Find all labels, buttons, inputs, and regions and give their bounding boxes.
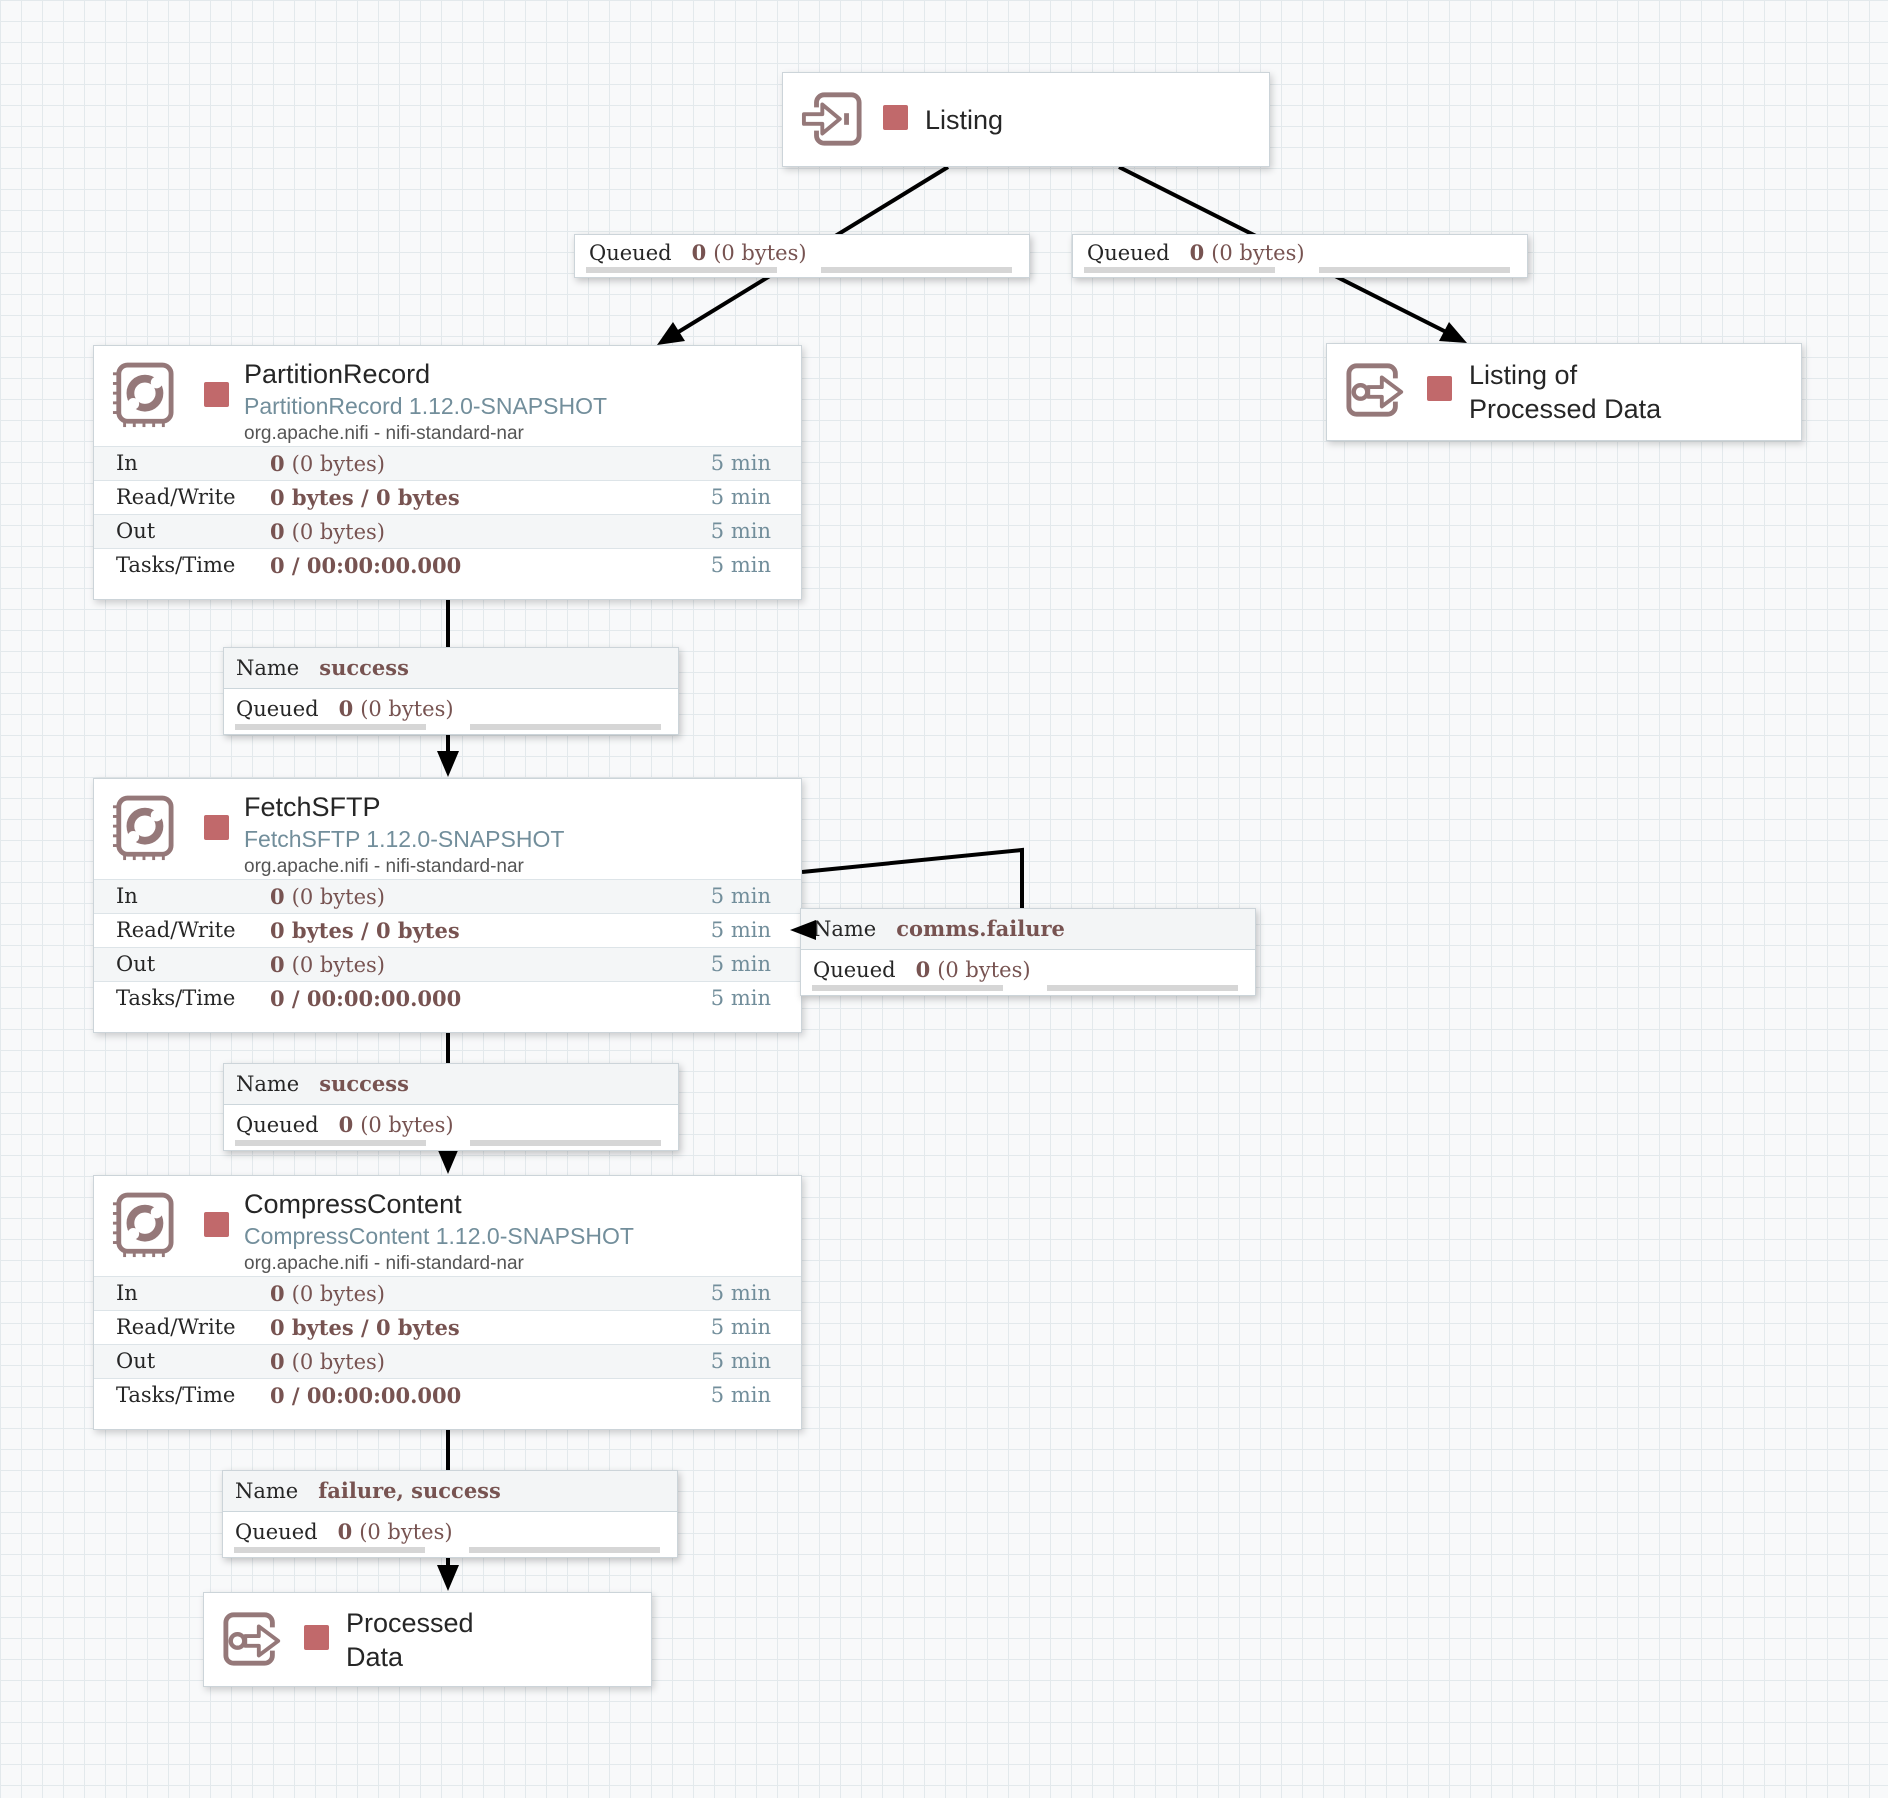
stat-row-out: Out 0(0 bytes) 5 min — [94, 947, 801, 981]
queued-row: Queued 0(0 bytes) — [575, 235, 1029, 271]
name-row: Name success — [224, 1064, 678, 1105]
stopped-status-icon — [204, 382, 229, 407]
queued-row: Queued 0(0 bytes) — [1073, 235, 1527, 271]
processor-bundle: org.apache.nifi - nifi-standard-nar — [244, 1253, 524, 1274]
output-port-listing-of-processed-data[interactable]: Listing of Processed Data — [1326, 343, 1802, 441]
connection-label-listing-to-output[interactable]: Queued 0(0 bytes) — [1072, 234, 1528, 278]
name-label: Name — [236, 1072, 300, 1096]
processor-type-version: FetchSFTP 1.12.0-SNAPSHOT — [244, 826, 565, 852]
relationship-name: success — [319, 655, 409, 680]
name-label: Name — [235, 1479, 299, 1503]
port-title-line1: Processed — [346, 1607, 474, 1638]
queued-label: Queued — [1087, 241, 1170, 265]
input-port-icon — [801, 90, 863, 153]
stat-row-in: In 0(0 bytes) 5 min — [94, 446, 801, 480]
queued-count: 0 — [691, 240, 707, 265]
queue-fill-indicators — [235, 1140, 661, 1146]
processor-type-version: CompressContent 1.12.0-SNAPSHOT — [244, 1223, 634, 1249]
processor-stamp-icon — [112, 1192, 174, 1269]
queue-fill-indicators — [586, 267, 1012, 273]
processor-bundle: org.apache.nifi - nifi-standard-nar — [244, 856, 524, 877]
port-title-line2: Data — [346, 1641, 404, 1672]
processor-title: PartitionRecord — [244, 359, 431, 389]
stopped-status-icon — [1427, 376, 1452, 401]
processor-compresscontent[interactable]: CompressContent CompressContent 1.12.0-S… — [93, 1175, 802, 1430]
stat-row-out: Out 0(0 bytes) 5 min — [94, 1344, 801, 1378]
queue-fill-indicators — [235, 724, 661, 730]
relationship-name: comms.failure — [896, 916, 1065, 941]
stat-row-tasks-time: Tasks/Time 0 / 00:00:00.000 5 min — [94, 981, 801, 1015]
stopped-status-icon — [883, 105, 908, 130]
relationship-name: success — [319, 1071, 409, 1096]
stat-row-out: Out 0(0 bytes) 5 min — [94, 514, 801, 548]
arrowhead-into-compresscontent — [437, 1148, 459, 1174]
name-label: Name — [236, 656, 300, 680]
stat-row-readwrite: Read/Write 0 bytes / 0 bytes 5 min — [94, 480, 801, 514]
processor-partitionrecord[interactable]: PartitionRecord PartitionRecord 1.12.0-S… — [93, 345, 802, 600]
name-row: Name failure, success — [223, 1471, 677, 1512]
queued-label: Queued — [589, 241, 672, 265]
connection-fetchsftp-self-loop[interactable] — [801, 847, 1024, 910]
arrowhead-into-listing-of-processed-data — [1439, 322, 1467, 343]
stopped-status-icon — [204, 1212, 229, 1237]
processor-stamp-icon — [112, 362, 174, 439]
arrowhead-into-partitionrecord — [657, 322, 685, 345]
stat-row-tasks-time: Tasks/Time 0 / 00:00:00.000 5 min — [94, 1378, 801, 1412]
arrowhead-into-fetchsftp — [437, 751, 459, 777]
queued-count: 0 — [1189, 240, 1205, 265]
stat-row-readwrite: Read/Write 0 bytes / 0 bytes 5 min — [94, 1310, 801, 1344]
queued-size: (0 bytes) — [1211, 241, 1305, 265]
processor-stamp-icon — [112, 795, 174, 872]
processor-type-version: PartitionRecord 1.12.0-SNAPSHOT — [244, 393, 608, 419]
port-title-line2: Processed Data — [1469, 394, 1662, 424]
input-port-listing[interactable]: Listing — [782, 72, 1270, 167]
queue-fill-indicators — [234, 1547, 660, 1553]
processor-bundle: org.apache.nifi - nifi-standard-nar — [244, 423, 524, 444]
stopped-status-icon — [204, 815, 229, 840]
arrowhead-self-loop-into-fetchsftp — [790, 920, 816, 940]
stat-row-tasks-time: Tasks/Time 0 / 00:00:00.000 5 min — [94, 548, 801, 582]
processor-title: FetchSFTP — [244, 792, 381, 822]
queued-size: (0 bytes) — [713, 241, 807, 265]
stopped-status-icon — [304, 1625, 329, 1650]
name-row: Name success — [224, 648, 678, 689]
stat-row-readwrite: Read/Write 0 bytes / 0 bytes 5 min — [94, 913, 801, 947]
name-row: Name comms.failure — [801, 909, 1255, 950]
processor-fetchsftp[interactable]: FetchSFTP FetchSFTP 1.12.0-SNAPSHOT org.… — [93, 778, 802, 1033]
relationship-name: failure, success — [318, 1478, 501, 1503]
output-port-icon — [222, 1610, 284, 1673]
queue-fill-indicators — [1084, 267, 1510, 273]
queue-fill-indicators — [812, 985, 1238, 991]
arrowhead-into-processed-data — [437, 1565, 459, 1591]
output-port-processed-data[interactable]: Processed Data — [203, 1592, 652, 1687]
port-title-line1: Listing of — [1469, 360, 1578, 390]
name-label: Name — [813, 917, 877, 941]
output-port-icon — [1345, 361, 1407, 424]
stat-row-in: In 0(0 bytes) 5 min — [94, 1276, 801, 1310]
connection-label-listing-to-partitionrecord[interactable]: Queued 0(0 bytes) — [574, 234, 1030, 278]
processor-title: CompressContent — [244, 1189, 462, 1219]
stat-row-in: In 0(0 bytes) 5 min — [94, 879, 801, 913]
port-title: Listing — [925, 104, 1004, 135]
